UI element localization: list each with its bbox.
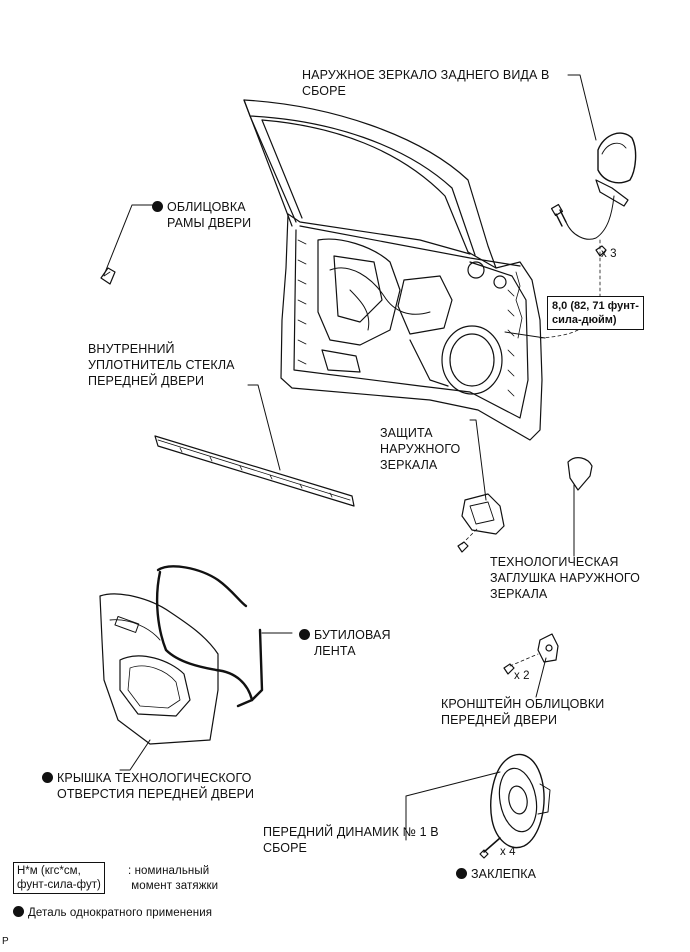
single-use-dot-icon [13, 906, 24, 917]
qty-bracket-screws: x 2 [514, 670, 530, 682]
front-door-panel [243, 99, 546, 441]
mirror-hole-cover [567, 457, 593, 491]
qty-rivets: x 4 [500, 846, 516, 858]
label-rivet: ЗАКЛЕПКА [456, 866, 536, 882]
label-frame-garnish: ОБЛИЦОВКА РАМЫ ДВЕРИ [152, 199, 251, 230]
butyl-tape [155, 565, 264, 708]
inner-glass-weatherstrip [154, 435, 355, 507]
door-frame-garnish [100, 267, 116, 285]
label-inner-weatherstrip: ВНУТРЕННИЙ УПЛОТНИТЕЛЬ СТЕКЛА ПЕРЕДНЕЙ Д… [88, 342, 235, 388]
front-door-trim-bracket [503, 633, 559, 675]
single-use-dot-icon [152, 201, 163, 212]
leader-lines [103, 74, 597, 841]
outside-mirror-protector [457, 493, 505, 553]
label-mirror-assembly: НАРУЖНОЕ ЗЕРКАЛО ЗАДНЕГО ВИДА В СБОРЕ [302, 68, 550, 98]
label-mirror-protector: ЗАЩИТА НАРУЖНОГО ЗЕРКАЛА [380, 426, 461, 472]
torque-spec-mirror: 8,0 (82, 71 фунт- сила-дюйм) [547, 296, 644, 330]
label-butyl-tape: БУТИЛОВАЯ ЛЕНТА [299, 627, 390, 658]
corner-mark: P [2, 936, 9, 947]
single-use-dot-icon [456, 868, 467, 879]
qty-mirror-nuts: x 3 [601, 248, 617, 260]
legend-single-use: Деталь однократного применения [13, 905, 212, 921]
legend-torque-units: Н*м (кгс*см, фунт-сила-фут) [13, 862, 105, 894]
front-speaker-assembly [479, 753, 551, 859]
service-hole-cover [99, 593, 219, 745]
label-mirror-hole-cover: ТЕХНОЛОГИЧЕСКАЯ ЗАГЛУШКА НАРУЖНОГО ЗЕРКА… [490, 555, 640, 601]
label-trim-bracket: КРОНШТЕЙН ОБЛИЦОВКИ ПЕРЕДНЕЙ ДВЕРИ [441, 697, 605, 727]
label-speaker: ПЕРЕДНИЙ ДИНАМИК № 1 В СБОРЕ [263, 825, 439, 855]
single-use-dot-icon [42, 772, 53, 783]
single-use-dot-icon [299, 629, 310, 640]
label-service-hole-cover: КРЫШКА ТЕХНОЛОГИЧЕСКОГО ОТВЕРСТИЯ ПЕРЕДН… [42, 770, 254, 801]
legend-torque-desc: : номинальный момент затяжки [128, 865, 219, 892]
